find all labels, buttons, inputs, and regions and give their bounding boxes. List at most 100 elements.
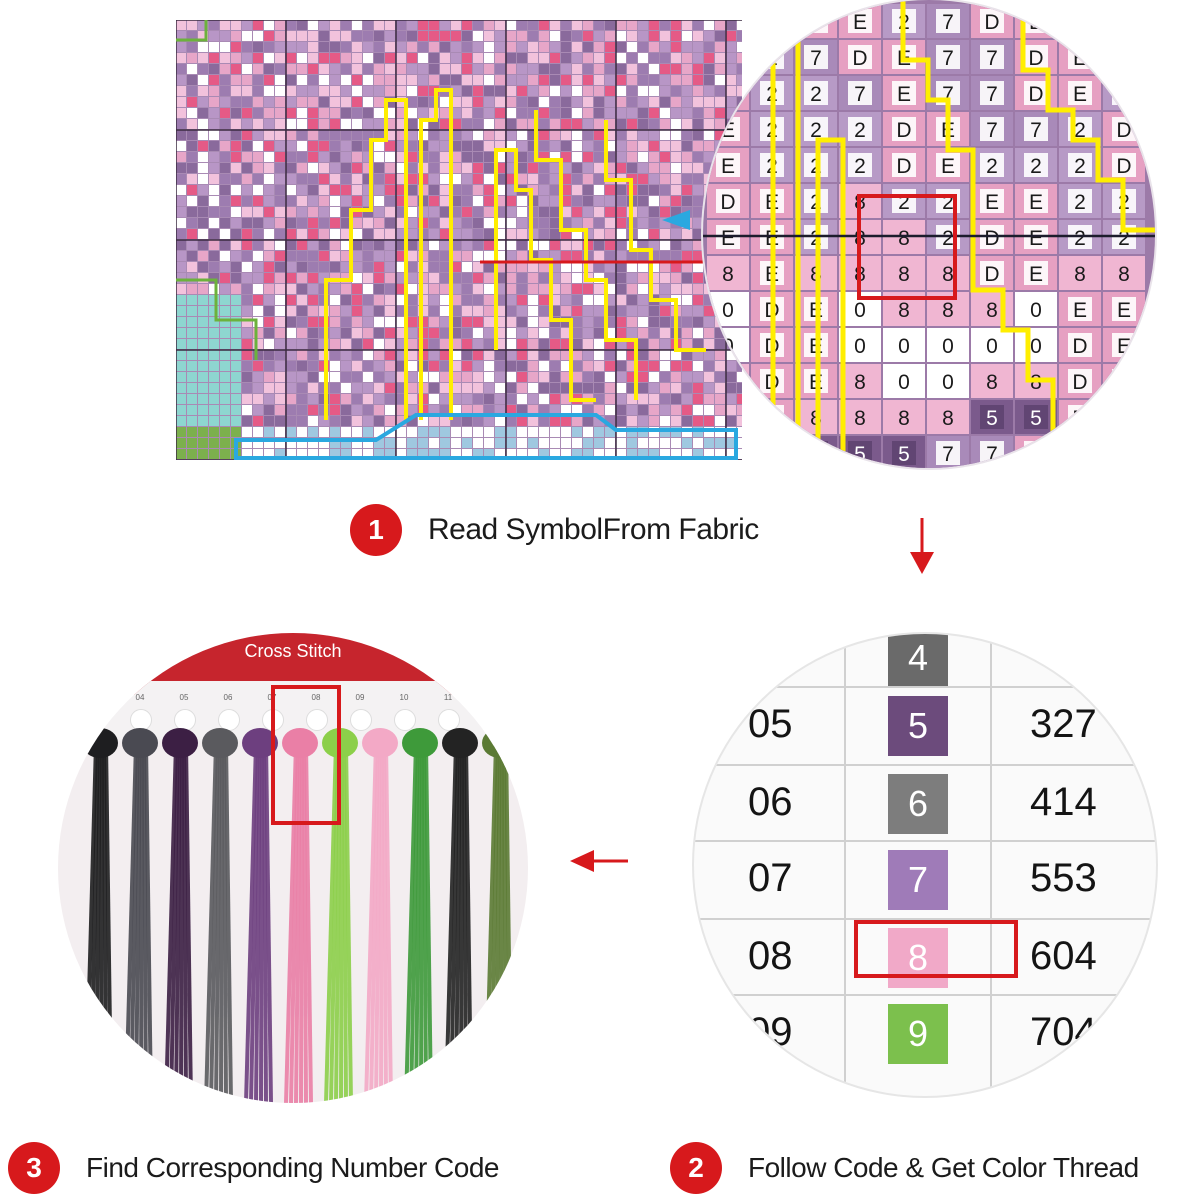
zoom-symbol: 8	[942, 263, 954, 286]
zoom-symbol: 7	[1118, 443, 1130, 466]
zoom-symbol: E	[1029, 11, 1043, 34]
thread-knot	[282, 728, 318, 758]
zoom-symbol: 7	[1118, 47, 1130, 70]
step-2-label: Follow Code & Get Color Thread	[748, 1152, 1139, 1183]
highlighted-thread-box	[271, 685, 341, 825]
zoom-symbol: 0	[1030, 299, 1042, 322]
key-symbol-swatch: 6	[888, 774, 948, 834]
slot-number-label: 10	[399, 693, 409, 702]
step-1: 1 Read SymbolFrom Fabric	[350, 504, 759, 556]
key-code: 05	[748, 702, 793, 746]
zoom-symbol: E	[1073, 83, 1087, 106]
thread-knot	[82, 728, 118, 758]
slot-number-label: 08	[311, 693, 321, 702]
zoom-symbol: 0	[854, 299, 866, 322]
zoom-symbol: 8	[1118, 263, 1130, 286]
zoom-symbol: D	[1028, 83, 1043, 106]
zoom-symbol: 2	[1030, 155, 1042, 178]
zoom-symbol: E	[985, 191, 999, 214]
zoom-symbol: 2	[1118, 83, 1130, 106]
zoom-symbol: 7	[1030, 119, 1042, 142]
zoom-symbol: E	[1117, 299, 1131, 322]
key-thread-number: 553	[1030, 856, 1097, 900]
slot-number-label: 12	[487, 693, 497, 702]
zoom-symbol: E	[1073, 47, 1087, 70]
zoom-symbol: 8	[898, 227, 910, 250]
zoom-symbol: 0	[942, 371, 954, 394]
zoom-symbol: 5	[898, 443, 910, 466]
zoom-symbol: 2	[1074, 227, 1086, 250]
zoom-symbol: 2	[942, 227, 954, 250]
key-thread-number: 414	[1030, 780, 1097, 824]
step-2: 2 Follow Code & Get Color Thread	[670, 1142, 1139, 1194]
key-code: 07	[748, 856, 793, 900]
zoom-symbol: 0	[854, 335, 866, 358]
zoom-symbol: 2	[854, 155, 866, 178]
slot-number-label: 09	[355, 693, 365, 702]
zoom-symbol: E	[1117, 335, 1131, 358]
zoom-symbol: D	[896, 155, 911, 178]
zoom-symbol: E	[853, 11, 867, 34]
thread-knot	[162, 728, 198, 758]
step-1-badge: 1	[350, 504, 402, 556]
zoom-symbol: 2	[1074, 119, 1086, 142]
slot-hole	[394, 709, 416, 731]
zoom-symbol: 0	[722, 299, 734, 322]
zoom-symbol: D	[1072, 371, 1087, 394]
zoom-symbol: 2	[1118, 227, 1130, 250]
zoom-symbol: E	[1029, 191, 1043, 214]
zoom-symbol: 8	[898, 407, 910, 430]
zoom-symbol: D	[720, 191, 735, 214]
zoom-symbol: 2	[1074, 155, 1086, 178]
step-3-label: Find Corresponding Number Code	[86, 1152, 500, 1183]
zoom-symbol: 7	[1118, 11, 1130, 34]
key-table-row: 06 6 414	[694, 764, 1156, 844]
step-2-badge: 2	[670, 1142, 722, 1194]
table-column-divider	[990, 634, 992, 1096]
thread-skeins-svg	[82, 728, 528, 1103]
zoom-symbol: 0	[898, 371, 910, 394]
zoom-symbol: E	[1117, 371, 1131, 394]
zoom-symbol: 7	[986, 443, 998, 466]
zoom-symbol: 8	[986, 299, 998, 322]
key-symbol-swatch: 7	[888, 850, 948, 910]
organizer-card-title: Cross Stitch	[244, 641, 342, 661]
zoom-symbol: 8	[854, 371, 866, 394]
zoom-symbol: 5	[1074, 11, 1086, 34]
key-symbol-swatch: 9	[888, 1004, 948, 1064]
highlighted-key-box	[854, 920, 1018, 978]
zoom-symbol: 2	[810, 119, 822, 142]
thread-knot	[522, 731, 528, 755]
slot-number-label: 05	[179, 693, 189, 702]
thread-knot	[482, 728, 518, 758]
arrow-left-icon	[570, 850, 628, 872]
zoom-symbol: 8	[942, 299, 954, 322]
thread-knot	[442, 728, 478, 758]
zoom-symbol: 8	[942, 407, 954, 430]
zoom-symbol: E	[765, 443, 779, 466]
zoom-symbol: E	[941, 155, 955, 178]
thread-knot	[242, 728, 278, 758]
zoom-symbol: D	[984, 227, 999, 250]
thread-knot	[362, 728, 398, 758]
zoom-symbol: D	[1028, 47, 1043, 70]
zoom-symbol: E	[721, 227, 735, 250]
zoom-symbol: 5	[986, 407, 998, 430]
zoom-symbol: 8	[898, 263, 910, 286]
zoom-symbol: D	[896, 119, 911, 142]
key-code: 08	[748, 934, 793, 978]
zoom-symbol: 7	[1074, 443, 1086, 466]
zoom-symbol: 0	[1030, 335, 1042, 358]
zoom-symbol: 8	[1074, 263, 1086, 286]
key-code: 06	[748, 780, 793, 824]
zoom-symbol: 7	[942, 83, 954, 106]
zoom-symbol: E	[765, 407, 779, 430]
thread-knot	[402, 728, 438, 758]
zoom-symbol: 0	[986, 335, 998, 358]
zoom-symbol: 8	[986, 371, 998, 394]
